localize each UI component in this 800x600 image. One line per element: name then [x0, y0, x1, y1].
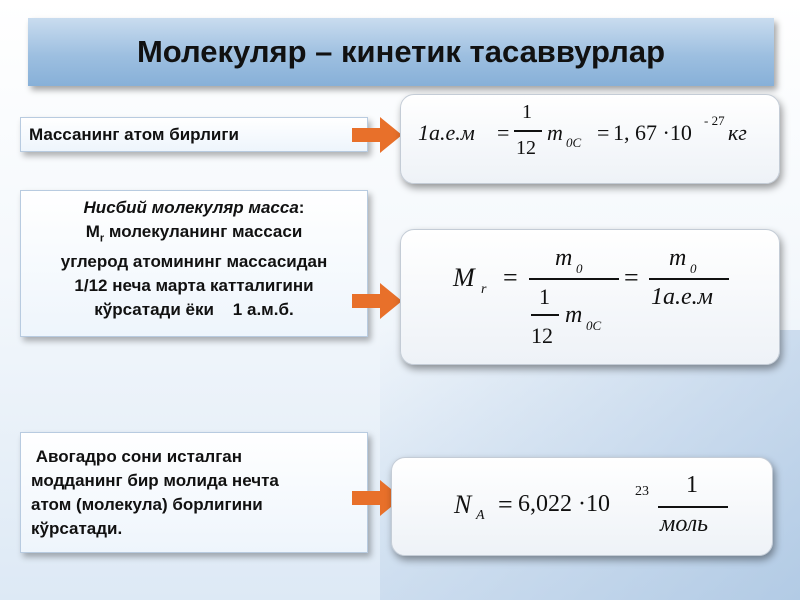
relative-mass-line-2: углерод атомининг массасидан — [60, 252, 328, 272]
relative-mass-line-3: 1/12 неча марта катталигини — [74, 276, 314, 296]
mr-eq1: = — [503, 263, 518, 292]
amu-fraction-den: 12 — [516, 137, 536, 159]
relative-mass-line-1: Mr молекуланинг массаси — [21, 220, 367, 250]
relative-mass-colon: : — [298, 198, 305, 217]
mr-inner-fraction-bar — [531, 314, 559, 316]
amu-value: 1, 67 ·10 — [613, 120, 692, 145]
mr-eq2: = — [624, 263, 639, 292]
avogadro-line-3: атом (молекула) борлигини — [31, 495, 263, 514]
arrow-right-icon — [352, 117, 402, 153]
mr-num2-sub: 0 — [690, 261, 697, 276]
amu-lhs: 1а.е.м — [418, 120, 475, 145]
title-bar: Молекуляр – кинетик тасаввурлар — [28, 18, 774, 86]
na-value: 6,022 ·10 — [518, 491, 610, 517]
amu-m-sub: 0C — [566, 135, 582, 150]
mr-formula-box: M r = m 0 1 12 m 0C = m 0 1а.е.м — [400, 229, 780, 365]
relative-mass-line-1-rest: молекуланинг массаси — [104, 222, 303, 241]
amu-fraction-bar — [514, 130, 542, 132]
mr-den-m-sub: 0C — [586, 318, 602, 333]
avogadro-line-2: модданинг бир молида нечта — [31, 471, 279, 490]
mr-symbol: M — [85, 222, 100, 241]
mr-second-fraction-bar — [649, 278, 729, 280]
amu-exponent: - 27 — [704, 113, 725, 128]
avogadro-line-1: Авогадро сони исталган — [31, 447, 242, 466]
mr-num2: m — [669, 245, 687, 271]
mr-inner-num: 1 — [539, 284, 550, 309]
arrow-right-icon — [352, 283, 402, 319]
na-formula-box: N A = 6,022 ·10 23 1 моль — [391, 457, 773, 556]
mr-lhs: M — [453, 263, 475, 292]
relative-mass-box: Нисбий молекуляр масса: Mr молекуланинг … — [20, 190, 368, 337]
mr-main-fraction-bar — [529, 278, 619, 280]
na-fraction-num: 1 — [686, 472, 698, 498]
na-exponent: 23 — [635, 484, 649, 499]
mr-inner-den: 12 — [531, 323, 553, 348]
na-lhs-sub: A — [476, 508, 485, 523]
amu-eq1: = — [497, 120, 510, 145]
amu-formula-box: 1а.е.м = 1 12 m 0C = 1, 67 ·10 - 27 кг — [400, 94, 780, 184]
avogadro-line-4: кўрсатади. — [31, 519, 123, 538]
arrow-right-icon — [352, 480, 402, 516]
amu-m: m — [547, 120, 563, 145]
amu-fraction-num: 1 — [522, 101, 532, 123]
mr-symbol-sub: r — [99, 232, 105, 245]
relative-mass-heading-line: Нисбий молекуляр масса: — [21, 196, 367, 220]
na-eq: = — [498, 490, 513, 519]
mr-num1: m — [555, 245, 573, 271]
mr-lhs-sub: r — [481, 282, 487, 297]
mr-num1-sub: 0 — [576, 261, 583, 276]
relative-mass-line-4: кўрсатади ёки 1 а.м.б. — [94, 300, 294, 320]
relative-mass-heading: Нисбий молекуляр масса — [83, 198, 299, 217]
amu-unit: кг — [728, 120, 747, 145]
amu-label: Массанинг атом бирлиги — [29, 124, 239, 144]
na-lhs: N — [454, 490, 472, 519]
amu-label-box: Массанинг атом бирлиги — [20, 117, 368, 152]
mr-den-m: m — [565, 302, 583, 328]
mr-den2: 1а.е.м — [651, 284, 713, 310]
page-title: Молекуляр – кинетик тасаввурлар — [136, 34, 666, 69]
amu-eq2: = — [597, 120, 610, 145]
na-fraction-bar — [658, 506, 728, 508]
na-fraction-den: моль — [660, 511, 709, 537]
avogadro-box: Авогадро сони исталган модданинг бир мол… — [20, 432, 368, 553]
